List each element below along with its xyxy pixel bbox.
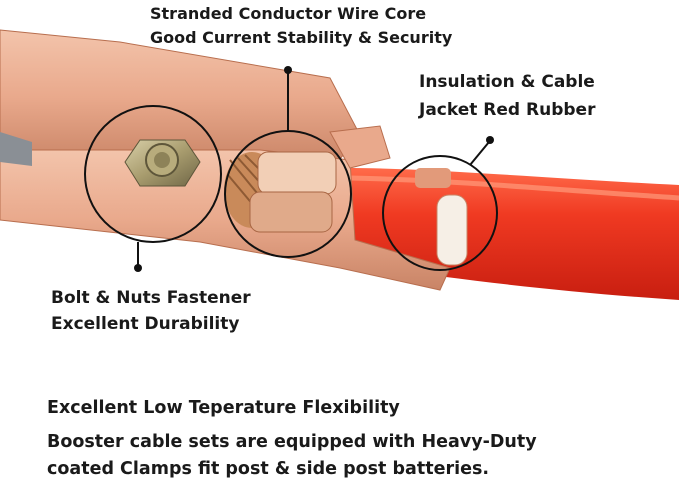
crimp-barrel-lower (249, 191, 333, 233)
clamp-slot (436, 194, 468, 266)
cable-clip (415, 168, 451, 188)
callout-circle-insulation (382, 155, 498, 271)
clamp-crimp-tab (329, 125, 391, 169)
callout-wire-line1: Stranded Conductor Wire Core (150, 4, 427, 23)
crimp-barrel-upper (257, 151, 337, 195)
callout-insulation-line2: Jacket Red Rubber (419, 100, 596, 120)
clamp-handle (0, 132, 32, 166)
callout-bolt-line1: Bolt & Nuts Fastener (51, 288, 251, 308)
callout-wire-line2: Good Current Stability & Security (150, 28, 453, 47)
callout-insulation-line1: Insulation & Cable (419, 72, 595, 92)
feature-heading: Excellent Low Teperature Flexibility (47, 398, 400, 418)
callout-bolt-line2: Excellent Durability (51, 314, 240, 334)
callout-circle-bolt (84, 105, 222, 243)
leader-line-insulation (469, 141, 490, 166)
feature-body-line2: coated Clamps fit post & side post batte… (47, 459, 490, 479)
feature-body-line1: Booster cable sets are equipped with Hea… (47, 432, 537, 452)
cable-highlight (349, 175, 679, 201)
